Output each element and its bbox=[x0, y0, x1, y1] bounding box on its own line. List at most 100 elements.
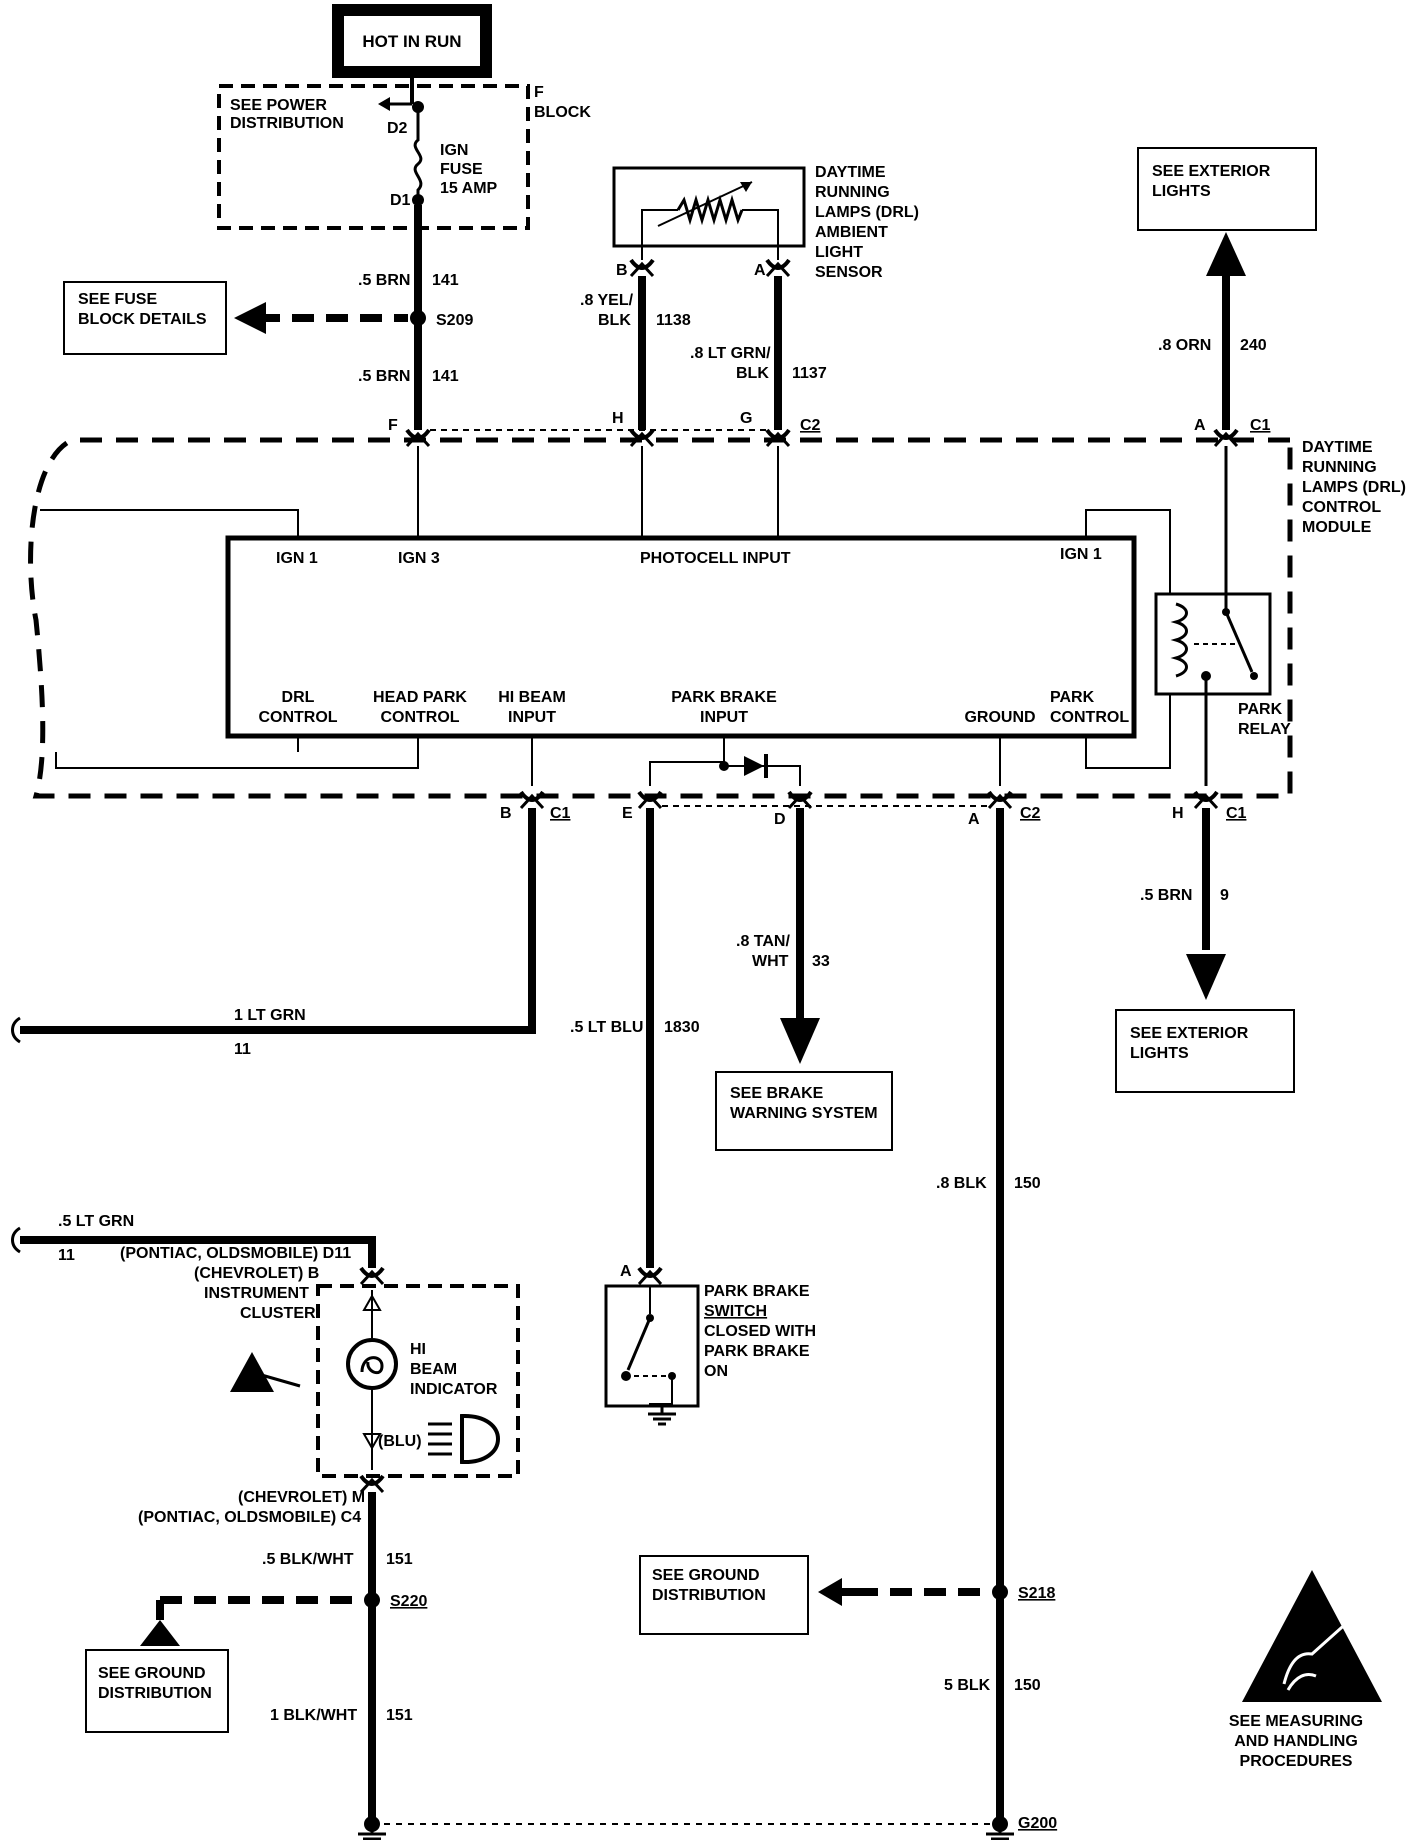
park-switch-label-4: PARK BRAKE bbox=[704, 1343, 810, 1360]
wire-141a-number: 141 bbox=[432, 272, 459, 289]
wire-150b-color: 5 BLK bbox=[944, 1677, 991, 1694]
wire-33-color-2: WHT bbox=[752, 953, 789, 970]
connector-h-bottom bbox=[1193, 790, 1219, 810]
wire-33-color-1: .8 TAN/ bbox=[736, 933, 790, 950]
wire-240-color: .8 ORN bbox=[1158, 337, 1211, 354]
pin-c2-top-label: C2 bbox=[800, 417, 821, 434]
sensor-connector-b bbox=[629, 258, 655, 278]
wire-1138-color-1: .8 YEL/ bbox=[580, 292, 634, 309]
fuse-icon bbox=[413, 112, 423, 198]
cluster-pin-bottom-1: (CHEVROLET) M bbox=[238, 1489, 365, 1506]
pin-d-bottom-label: D bbox=[774, 811, 786, 828]
ground-right-label-2: DISTRIBUTION bbox=[652, 1587, 766, 1604]
wire-141b-color: .5 BRN bbox=[358, 368, 410, 385]
instrument-cluster: INSTRUMENT CLUSTER HI BEAM INDICATOR (BL… bbox=[204, 1284, 520, 1478]
d1-label: D1 bbox=[390, 192, 411, 209]
drl-control-module: DAYTIME RUNNING LAMPS (DRL) CONTROL MODU… bbox=[28, 437, 1406, 799]
park-brake-input-label-1: PARK BRAKE bbox=[671, 689, 777, 706]
esd-label-1: SEE MEASURING bbox=[1229, 1713, 1363, 1730]
pin-a-top-label: A bbox=[1194, 417, 1206, 434]
pin-c1-top-label: C1 bbox=[1250, 417, 1271, 434]
hi-beam-input-label-1: HI BEAM bbox=[498, 689, 566, 706]
module-label-2: RUNNING bbox=[1302, 459, 1377, 476]
wire-151a-color: .5 BLK/WHT bbox=[262, 1551, 354, 1568]
wire-9-number: 9 bbox=[1220, 887, 1229, 904]
module-label-4: CONTROL bbox=[1302, 499, 1381, 516]
ground-right-label-1: SEE GROUND bbox=[652, 1567, 760, 1584]
wire-33-number: 33 bbox=[812, 953, 830, 970]
park-switch-label-1: PARK BRAKE bbox=[704, 1283, 810, 1300]
hot-in-run-box: HOT IN RUN bbox=[332, 4, 492, 78]
park-switch-label-5: ON bbox=[704, 1363, 728, 1380]
head-park-label-2: CONTROL bbox=[380, 709, 459, 726]
esd-small-icon bbox=[230, 1352, 274, 1392]
arrow-to-fuse-details-icon bbox=[234, 302, 266, 334]
wire-151b-number: 151 bbox=[386, 1707, 413, 1724]
wire-150a-color: .8 BLK bbox=[936, 1175, 987, 1192]
fuse-block-label-1: F bbox=[534, 84, 544, 101]
hi-beam-input-label-2: INPUT bbox=[508, 709, 556, 726]
splice-s218 bbox=[992, 1584, 1008, 1600]
ground-left-label-1: SEE GROUND bbox=[98, 1665, 206, 1682]
exterior-top-label-1: SEE EXTERIOR bbox=[1152, 163, 1271, 180]
s218-label: S218 bbox=[1018, 1585, 1055, 1602]
wire-1138-number: 1138 bbox=[656, 312, 691, 329]
s209-label: S209 bbox=[436, 312, 473, 329]
ground-arrow-left-icon bbox=[140, 1620, 180, 1646]
wire-1830-color: .5 LT BLU bbox=[570, 1019, 643, 1036]
hot-in-run-label: HOT IN RUN bbox=[362, 32, 461, 51]
park-brake-input-label-2: INPUT bbox=[700, 709, 748, 726]
splice-s220 bbox=[364, 1592, 380, 1608]
exterior-lights-top-box bbox=[1137, 147, 1317, 231]
module-label-1: DAYTIME bbox=[1302, 439, 1373, 456]
exterior-bottom-label-1: SEE EXTERIOR bbox=[1130, 1025, 1249, 1042]
wire-11-cluster bbox=[20, 1236, 376, 1268]
park-switch-pin-label: A bbox=[620, 1263, 632, 1280]
connector-a-bottom bbox=[987, 790, 1013, 810]
ground-dist-right-box bbox=[639, 1555, 809, 1635]
pin-c1-bottom-label-2: C1 bbox=[1226, 805, 1247, 822]
park-switch-label-2: SWITCH bbox=[704, 1303, 767, 1320]
pin-h-label: H bbox=[612, 410, 624, 427]
pin-f-label: F bbox=[388, 417, 398, 434]
sensor-label-3: LAMPS (DRL) bbox=[815, 204, 919, 221]
park-switch-connector bbox=[637, 1266, 663, 1286]
park-relay-label-1: PARK bbox=[1238, 701, 1283, 718]
s220-label: S220 bbox=[390, 1593, 427, 1610]
fuse-block: F BLOCK SEE POWER DISTRIBUTION D2 D1 IGN… bbox=[217, 72, 591, 230]
ign3-label: IGN 3 bbox=[398, 550, 440, 567]
fuse-name-1: IGN bbox=[440, 142, 468, 159]
head-park-label-1: HEAD PARK bbox=[373, 689, 467, 706]
brake-warning-label-2: WARNING SYSTEM bbox=[730, 1105, 878, 1122]
wire-150b-number: 150 bbox=[1014, 1677, 1041, 1694]
sensor-label-6: SENSOR bbox=[815, 264, 883, 281]
ign1-right-label: IGN 1 bbox=[1060, 546, 1102, 563]
ground-g200-icon bbox=[984, 1824, 1016, 1840]
wire-151b-color: 1 BLK/WHT bbox=[270, 1707, 357, 1724]
d2-label: D2 bbox=[387, 120, 408, 137]
relay-coil-icon bbox=[1170, 602, 1188, 678]
park-brake-switch: PARK BRAKE SWITCH CLOSED WITH PARK BRAKE… bbox=[604, 1283, 816, 1408]
arrow-to-exterior-bottom-icon bbox=[1186, 954, 1226, 1000]
sensor-label-5: LIGHT bbox=[815, 244, 863, 261]
ground-left-icon bbox=[356, 1824, 388, 1840]
park-switch-label-3: CLOSED WITH bbox=[704, 1323, 816, 1340]
drl-control-label-2: CONTROL bbox=[258, 709, 337, 726]
ground-left-label-2: DISTRIBUTION bbox=[98, 1685, 212, 1702]
pin-b-bottom-label: B bbox=[500, 805, 512, 822]
cluster-pin-bottom-2: (PONTIAC, OLDSMOBILE) C4 bbox=[138, 1509, 361, 1526]
relay-switch-icon bbox=[1224, 611, 1254, 673]
cluster-pin-top-2: (CHEVROLET) B bbox=[194, 1265, 319, 1282]
power-arrow-icon bbox=[378, 97, 390, 111]
indicator-label-3: INDICATOR bbox=[410, 1381, 498, 1398]
wire-151a-number: 151 bbox=[386, 1551, 413, 1568]
pin-c2-bottom-label: C2 bbox=[1020, 805, 1041, 822]
pin-g-label: G bbox=[740, 410, 752, 427]
module-label-5: MODULE bbox=[1302, 519, 1372, 536]
photocell-label: PHOTOCELL INPUT bbox=[640, 550, 791, 567]
see-power-label-1: SEE POWER bbox=[230, 97, 327, 114]
arrow-to-exterior-top-icon bbox=[1206, 232, 1246, 276]
wire-11a-number: 11 bbox=[234, 1041, 251, 1058]
fuse-name-2: FUSE bbox=[440, 161, 483, 178]
